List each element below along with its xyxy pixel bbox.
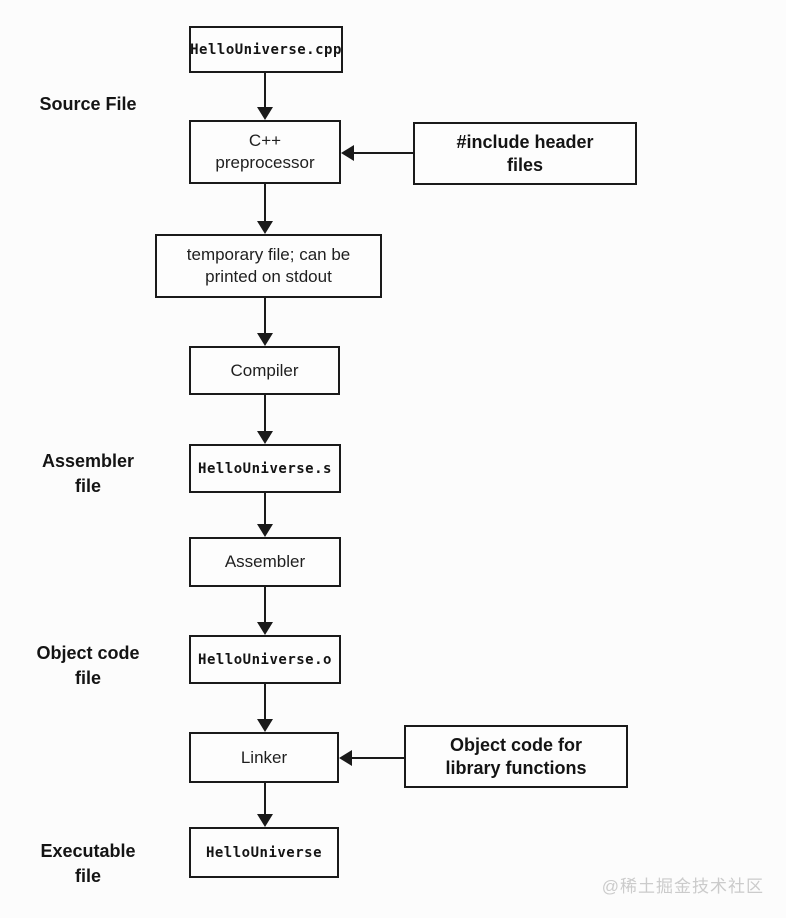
arrow-object-file-to-linker [257, 684, 273, 732]
node-temp-file-line2: printed on stdout [205, 267, 332, 286]
node-object-code-lib-line1: Object code for [449, 734, 583, 755]
label-executable-file-line2: file [74, 866, 101, 886]
label-source-file-line1: Source File [39, 94, 137, 114]
arrow-head-icon [339, 750, 352, 766]
node-temp-file: temporary file; can be printed on stdout [155, 234, 382, 298]
arrow-shaft [352, 152, 413, 154]
label-source-file: Source File [18, 92, 158, 117]
node-executable-label: HelloUniverse [205, 844, 323, 861]
arrow-head-icon [257, 524, 273, 537]
watermark-text: @稀土掘金技术社区 [601, 877, 764, 896]
label-object-code-file: Object code file [18, 641, 158, 691]
label-assembler-file-line1: Assembler [41, 451, 135, 471]
arrow-head-icon [257, 221, 273, 234]
node-include-headers-line1: #include header [456, 131, 594, 152]
node-object-code-lib: Object code for library functions [404, 725, 628, 788]
arrow-shaft [264, 783, 266, 815]
node-include-headers: #include header files [413, 122, 637, 185]
node-linker: Linker [189, 732, 339, 783]
arrow-shaft [350, 757, 404, 759]
arrow-head-icon [257, 333, 273, 346]
arrow-shaft [264, 587, 266, 623]
node-source-file-label: HelloUniverse.cpp [190, 41, 342, 58]
node-object-file: HelloUniverse.o [189, 635, 341, 684]
node-include-headers-line2: files [506, 154, 544, 175]
node-object-code-lib-line2: library functions [445, 757, 587, 778]
node-source-file: HelloUniverse.cpp [189, 26, 343, 73]
arrow-head-icon [257, 814, 273, 827]
node-temp-file-line1: temporary file; can be [186, 245, 351, 264]
arrow-linker-to-executable [257, 783, 273, 827]
node-preprocessor-line2: preprocessor [215, 153, 315, 172]
label-assembler-file-line2: file [74, 476, 101, 496]
arrow-head-icon [257, 107, 273, 120]
arrow-include-to-preprocessor [341, 145, 413, 161]
label-executable-file-line1: Executable [40, 841, 136, 861]
arrow-shaft [264, 395, 266, 432]
arrow-assembly-file-to-assembler [257, 493, 273, 537]
arrow-temp-to-compiler [257, 298, 273, 346]
node-compiler: Compiler [189, 346, 340, 395]
arrow-head-icon [257, 719, 273, 732]
node-preprocessor-line1: C++ [248, 131, 282, 150]
arrow-shaft [264, 184, 266, 222]
node-linker-label: Linker [240, 747, 288, 767]
node-object-file-label: HelloUniverse.o [198, 651, 332, 668]
arrow-compiler-to-assembly-file [257, 395, 273, 444]
arrow-shaft [264, 298, 266, 334]
node-assembler-label: Assembler [224, 552, 306, 571]
label-assembler-file: Assembler file [18, 449, 158, 499]
arrow-head-icon [341, 145, 354, 161]
node-assembly-file-label: HelloUniverse.s [198, 460, 332, 477]
arrow-shaft [264, 73, 266, 108]
node-assembly-file: HelloUniverse.s [189, 444, 341, 493]
arrow-head-icon [257, 431, 273, 444]
label-object-code-file-line1: Object code [36, 643, 140, 663]
arrow-preprocessor-to-temp [257, 184, 273, 234]
node-preprocessor: C++ preprocessor [189, 120, 341, 184]
node-compiler-label: Compiler [230, 360, 299, 380]
arrow-source-to-preprocessor [257, 73, 273, 120]
node-executable: HelloUniverse [189, 827, 339, 878]
node-assembler: Assembler [189, 537, 341, 587]
arrow-assembler-to-object-file [257, 587, 273, 635]
arrow-shaft [264, 493, 266, 525]
label-object-code-file-line2: file [74, 668, 101, 688]
arrow-head-icon [257, 622, 273, 635]
arrow-shaft [264, 684, 266, 720]
label-executable-file: Executable file [18, 839, 158, 889]
arrow-objectlib-to-linker [339, 750, 404, 766]
